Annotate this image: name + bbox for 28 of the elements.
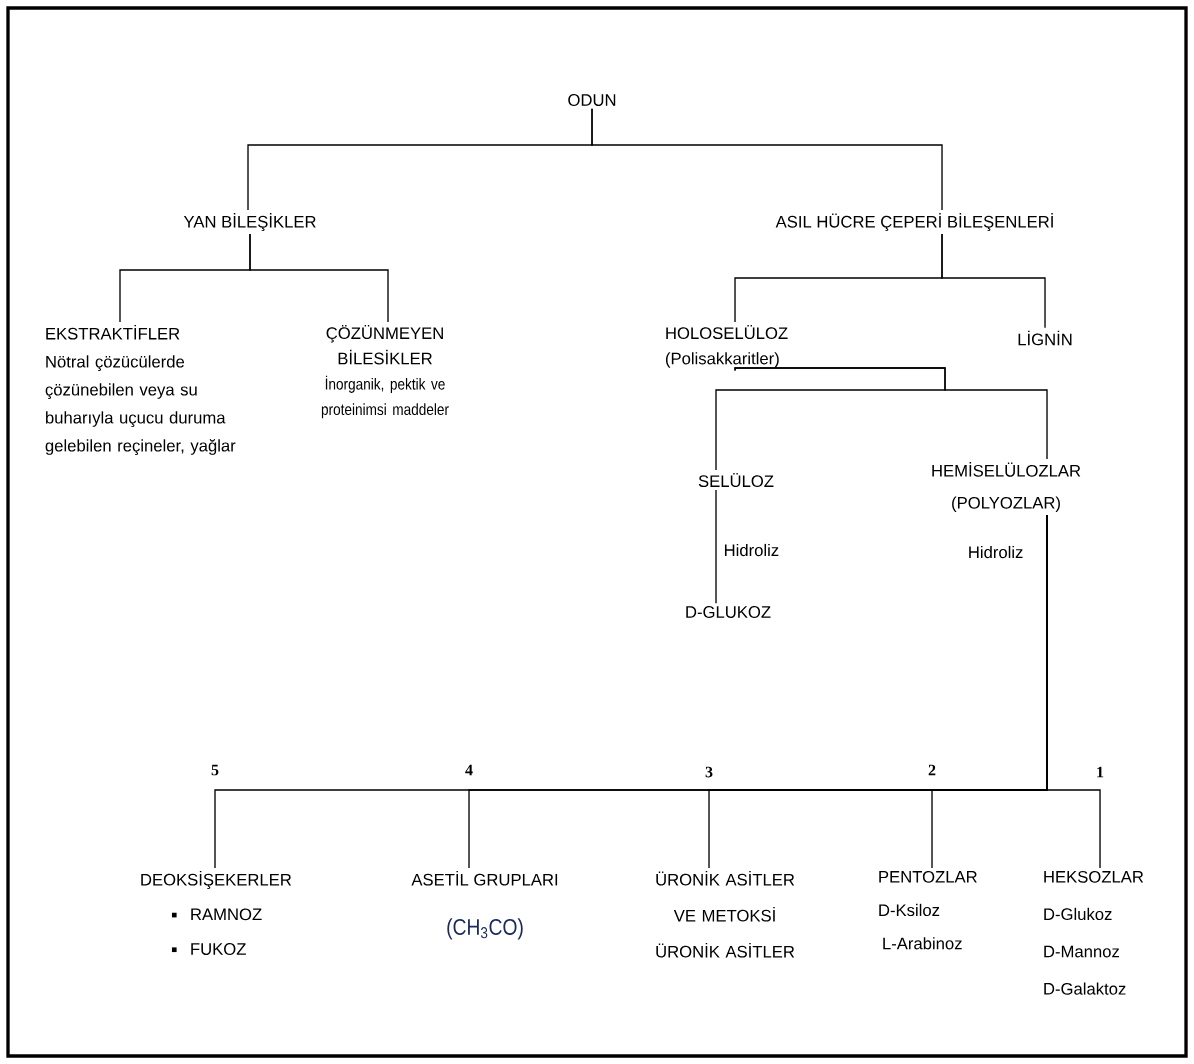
node-label: SELÜLOZ [698, 472, 774, 488]
node-label: HOLOSELÜLOZ (Polisakkaritler) [665, 324, 788, 368]
connector-line [715, 489, 717, 604]
connector-line [214, 514, 1048, 869]
node-label: LİGNİN [1018, 330, 1072, 346]
node-label: ASETİL GRUPLARI (CH$_{3}$CO) [411, 870, 558, 940]
node-label: EKSTRAKTİFLER Nötral çözücülerde çözünebilen veya su buharıyla uçucu duruma gelebilen reçineler, yağlar [45, 324, 236, 455]
callout-number: 3 [705, 766, 713, 778]
connector-line [249, 233, 389, 323]
edge-label: Hidroliz [966, 544, 1025, 560]
node-label: DEOKSİŞEKERLER RAMNOZ FUKOZ [141, 870, 292, 955]
node-label: ÜRONİK ASİTLER VE METOKSİ ÜRONİK ASİTLER [656, 870, 795, 958]
node-label: ÇÖZÜNMEYEN BİLESİKLER İnorganik, pektik ve proteinimsi maddeler [321, 324, 449, 419]
callout-number: 2 [928, 764, 936, 776]
edge-label: Hidroliz [722, 542, 781, 558]
node-label: ASIL HÜCRE ÇEPERİ BİLEŞENLERİ [775, 213, 1053, 231]
connector-line [591, 108, 943, 211]
node-label: PENTOZLAR D-Ksiloz L-Arabinoz [879, 870, 977, 950]
node-label: HEMİSELÜLOZLAR (POLYOZLAR) [932, 462, 1081, 512]
node-label: ODUN [568, 94, 616, 106]
callout-number: 5 [211, 764, 219, 776]
callout-number: 1 [1097, 766, 1104, 778]
connector-line [734, 367, 1048, 460]
callout-number: 4 [465, 764, 473, 776]
connector-line [941, 233, 1046, 329]
node-label: YAN BİLEŞİKLER [183, 213, 316, 231]
node-label: HEKSOZLAR D-Glukoz D-Mannoz D-Galaktoz [1044, 870, 1144, 995]
node-label: D-GLUKOZ [686, 606, 771, 618]
